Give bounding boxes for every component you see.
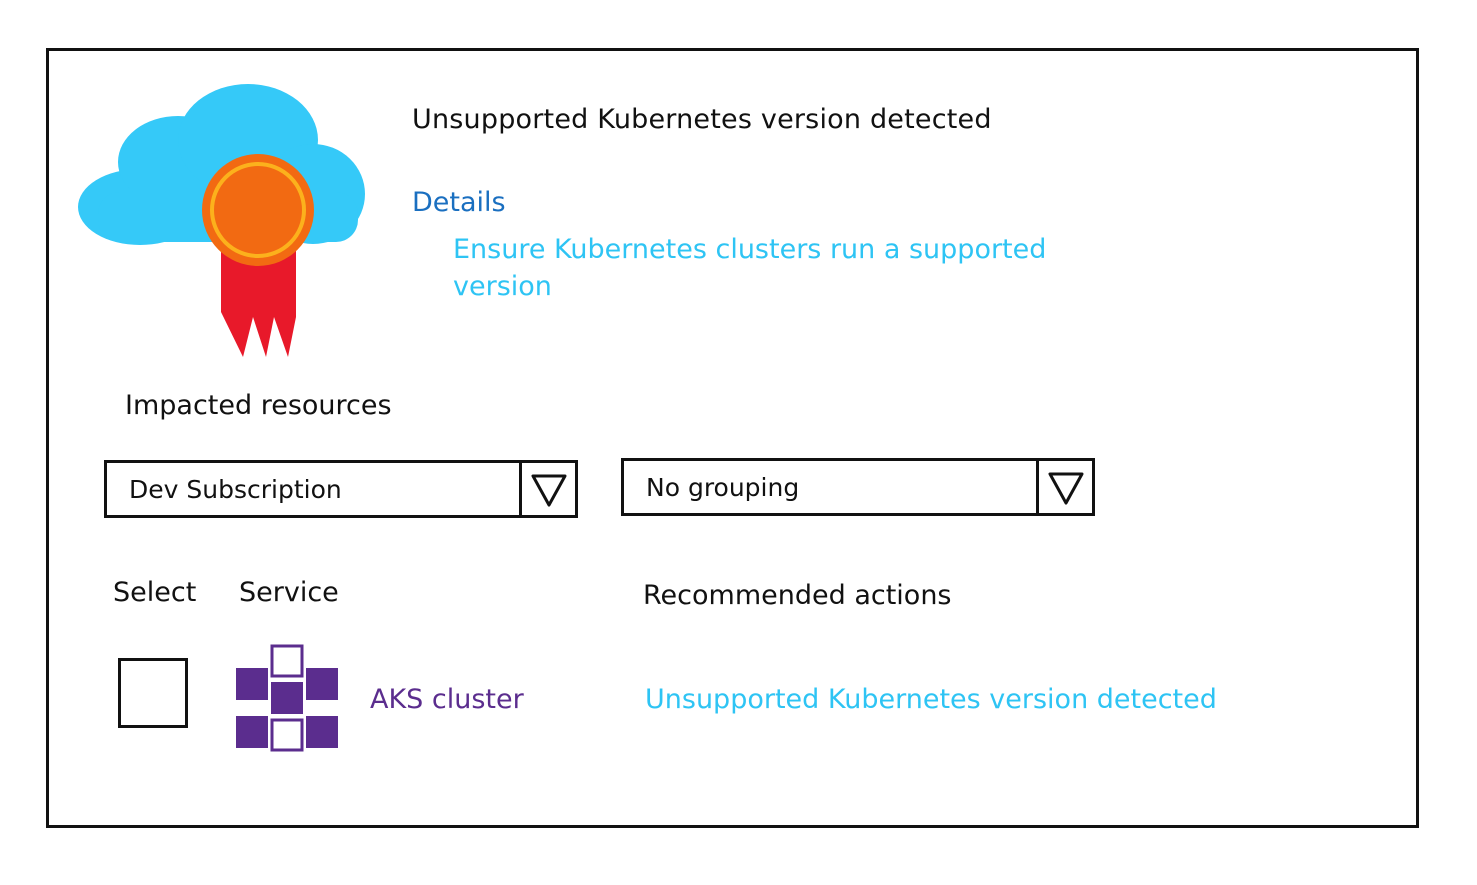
recommendation-title: Unsupported Kubernetes version detected — [412, 104, 992, 135]
grouping-dropdown[interactable]: No grouping — [621, 458, 1095, 516]
recommendation-panel — [46, 48, 1419, 828]
triangle-down-icon — [1048, 472, 1084, 505]
service-column-header: Service — [239, 577, 339, 608]
recommended-action-link[interactable]: Unsupported Kubernetes version detected — [645, 684, 1217, 715]
details-label: Details — [412, 187, 506, 218]
grouping-dropdown-toggle[interactable] — [1036, 461, 1092, 513]
subscription-dropdown[interactable]: Dev Subscription — [104, 460, 578, 518]
aks-cluster-icon — [236, 644, 338, 752]
cloud-certificate-icon — [78, 84, 365, 357]
subscription-dropdown-toggle[interactable] — [519, 463, 575, 515]
select-column-header: Select — [113, 577, 197, 608]
triangle-down-icon — [531, 474, 567, 507]
subscription-dropdown-value: Dev Subscription — [129, 475, 342, 504]
impacted-resources-heading: Impacted resources — [125, 390, 392, 421]
recommended-actions-column-header: Recommended actions — [643, 580, 952, 611]
service-name[interactable]: AKS cluster — [370, 684, 524, 715]
details-link[interactable]: Ensure Kubernetes clusters run a support… — [453, 234, 1047, 302]
row-select-checkbox[interactable] — [118, 658, 188, 728]
grouping-dropdown-value: No grouping — [646, 473, 800, 502]
